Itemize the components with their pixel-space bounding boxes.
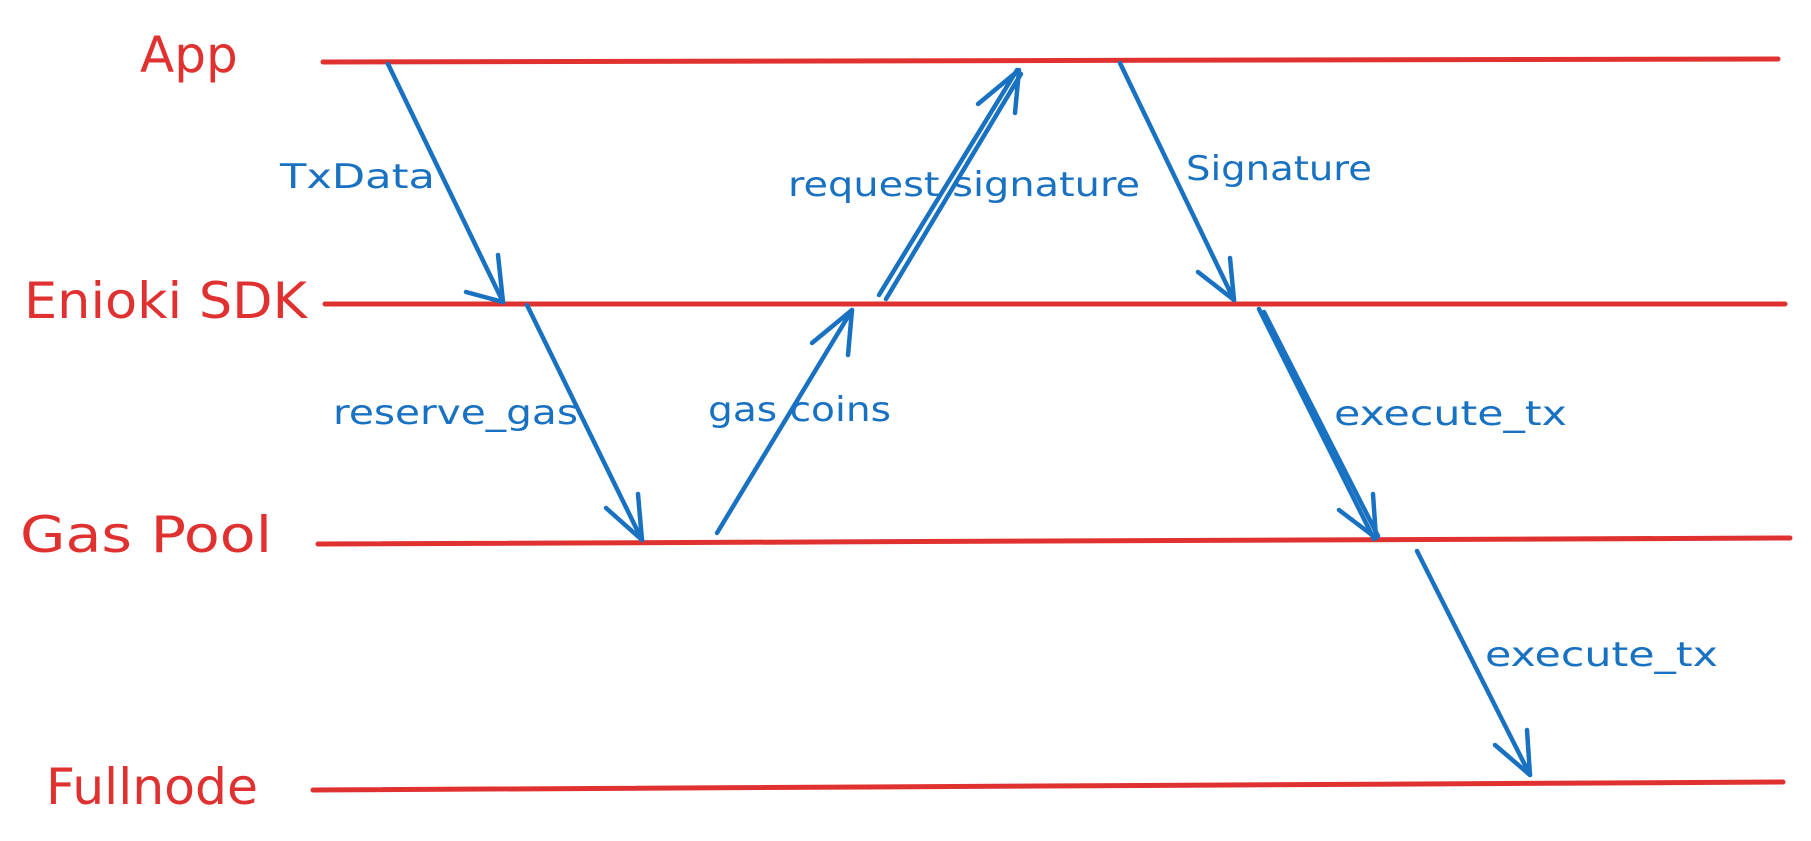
arrow-reserve-gas [524,302,645,543]
arrow-execute-tx-2 [1414,548,1533,778]
lane-line-gas [315,535,1793,547]
lane-label-sdk: Enioki SDK [24,272,308,330]
lane-labels: App Enioki SDK Gas Pool Fullnode [20,26,308,816]
message-label-request-signature: request signature [788,165,1140,205]
lane-lines [310,56,1793,793]
arrow-request-signature [876,67,1024,302]
message-label-reserve-gas: reserve_gas [333,393,578,433]
arrow-txdata [385,61,506,305]
lane-line-app [320,56,1781,65]
arrow-gas-coins [714,307,855,536]
arrow-execute-tx-1 [1256,306,1381,542]
message-labels: TxData reserve_gas gas coins request sig… [279,149,1718,675]
lane-label-app: App [140,26,238,84]
arrow-signature [1117,60,1237,303]
lane-line-node [310,779,1786,793]
message-arrows [385,60,1533,778]
lane-line-sdk [322,301,1788,307]
lane-label-gas: Gas Pool [20,506,272,564]
message-label-txdata: TxData [279,157,435,197]
message-label-gas-coins: gas coins [708,390,891,430]
message-label-signature: Signature [1186,149,1372,189]
message-label-execute-tx-1: execute_tx [1334,394,1567,434]
message-label-execute-tx-2: execute_tx [1485,635,1718,675]
lane-label-node: Fullnode [46,758,258,816]
